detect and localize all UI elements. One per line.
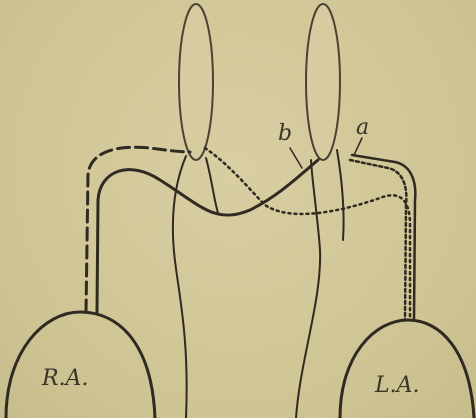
b-pointer — [290, 148, 302, 168]
right-arm-chamber — [6, 312, 155, 418]
right-stalk-inner — [296, 160, 320, 418]
dotted-path — [205, 148, 410, 320]
solid-path — [97, 160, 318, 312]
right-ellipse — [306, 4, 340, 160]
left-stalk-inner — [206, 158, 218, 213]
dashed-path-outer — [86, 147, 190, 312]
label-left-arm: L.A. — [374, 373, 419, 398]
right-stalk-outer — [337, 150, 344, 240]
label-b: b — [278, 121, 292, 146]
a-pointer — [354, 138, 362, 155]
left-arm-chamber — [340, 320, 474, 418]
left-ellipse — [179, 4, 213, 160]
double-path-inner — [350, 160, 406, 320]
label-right-arm: R.A. — [41, 366, 88, 391]
label-a: a — [356, 115, 369, 140]
